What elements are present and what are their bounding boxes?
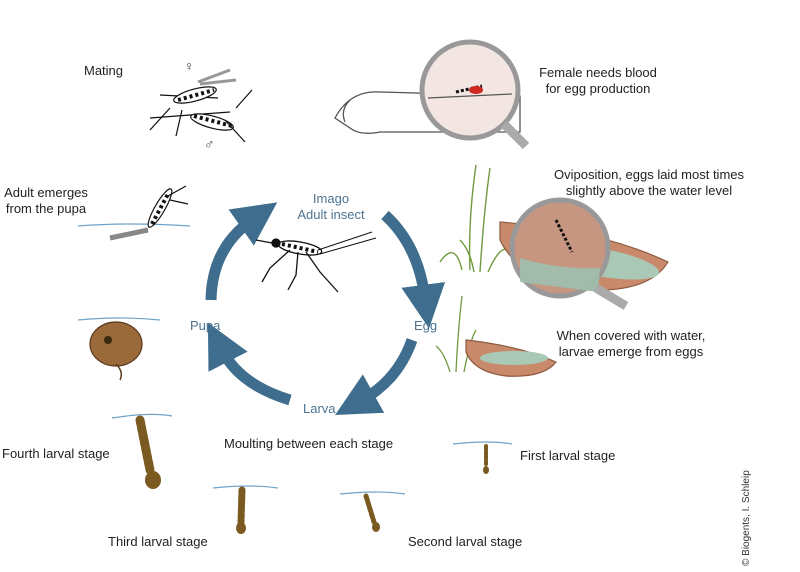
arrow-pupa-to-imago xyxy=(205,202,278,301)
female-line-2: for egg production xyxy=(545,81,651,96)
larva-second-icon xyxy=(363,493,380,532)
cycle-label-larva: Larva xyxy=(303,401,336,416)
cycle-label-egg: Egg xyxy=(414,318,438,333)
arrow-egg-to-larva xyxy=(335,338,418,415)
label-third-larval-stage: Third larval stage xyxy=(108,534,208,549)
larva-first-icon xyxy=(483,444,489,474)
arrow-imago-to-egg xyxy=(381,210,446,329)
covered-line-2: larvae emerge from eggs xyxy=(558,344,704,359)
label-adult-emerges: Adult emerges from the pupa xyxy=(0,185,92,217)
cycle-label-imago: Imago Adult insect xyxy=(276,191,386,223)
adult-line-2: from the pupa xyxy=(5,201,87,216)
male-symbol: ♂ xyxy=(204,136,215,152)
label-oviposition: Oviposition, eggs laid most times slight… xyxy=(538,167,760,199)
oviposition-line-1: Oviposition, eggs laid most times xyxy=(553,167,745,182)
adult-mosquito-icon xyxy=(255,231,377,293)
cycle-label-pupa: Pupa xyxy=(190,318,221,333)
label-mating: Mating xyxy=(84,63,124,78)
imago-line-1: Imago xyxy=(312,191,350,206)
water-lines xyxy=(77,223,513,495)
female-line-1: Female needs blood xyxy=(539,65,657,80)
mating-mosquitoes-icon xyxy=(149,68,253,143)
magnifier-blood-icon xyxy=(419,39,530,150)
oviposition-line-2: slightly above the water level xyxy=(565,183,733,198)
cycle-arrows xyxy=(205,202,446,415)
larva-third-icon xyxy=(236,486,246,534)
emerging-adult-icon xyxy=(109,185,189,241)
arrow-larva-to-pupa xyxy=(207,322,292,406)
label-covered-with-water: When covered with water, larvae emerge f… xyxy=(546,328,716,360)
label-second-larval-stage: Second larval stage xyxy=(408,534,523,549)
label-first-larval-stage: First larval stage xyxy=(520,448,616,463)
covered-line-1: When covered with water, xyxy=(556,328,706,343)
label-female-needs-blood: Female needs blood for egg production xyxy=(528,65,668,97)
magnifier-eggs-icon xyxy=(509,197,629,310)
copyright-notice: © Biogents, I. Schleip xyxy=(741,470,752,566)
larva-fourth-icon xyxy=(135,415,161,489)
imago-line-2: Adult insect xyxy=(297,207,365,222)
grass-icon xyxy=(439,164,509,273)
bowl-small-icon xyxy=(465,339,557,377)
pupa-icon xyxy=(89,321,143,381)
female-symbol: ♀ xyxy=(184,58,195,74)
adult-line-1: Adult emerges xyxy=(4,185,88,200)
label-fourth-larval-stage: Fourth larval stage xyxy=(2,446,110,461)
grass-small-icon xyxy=(435,295,477,373)
moulting-label: Moulting between each stage xyxy=(224,436,394,451)
